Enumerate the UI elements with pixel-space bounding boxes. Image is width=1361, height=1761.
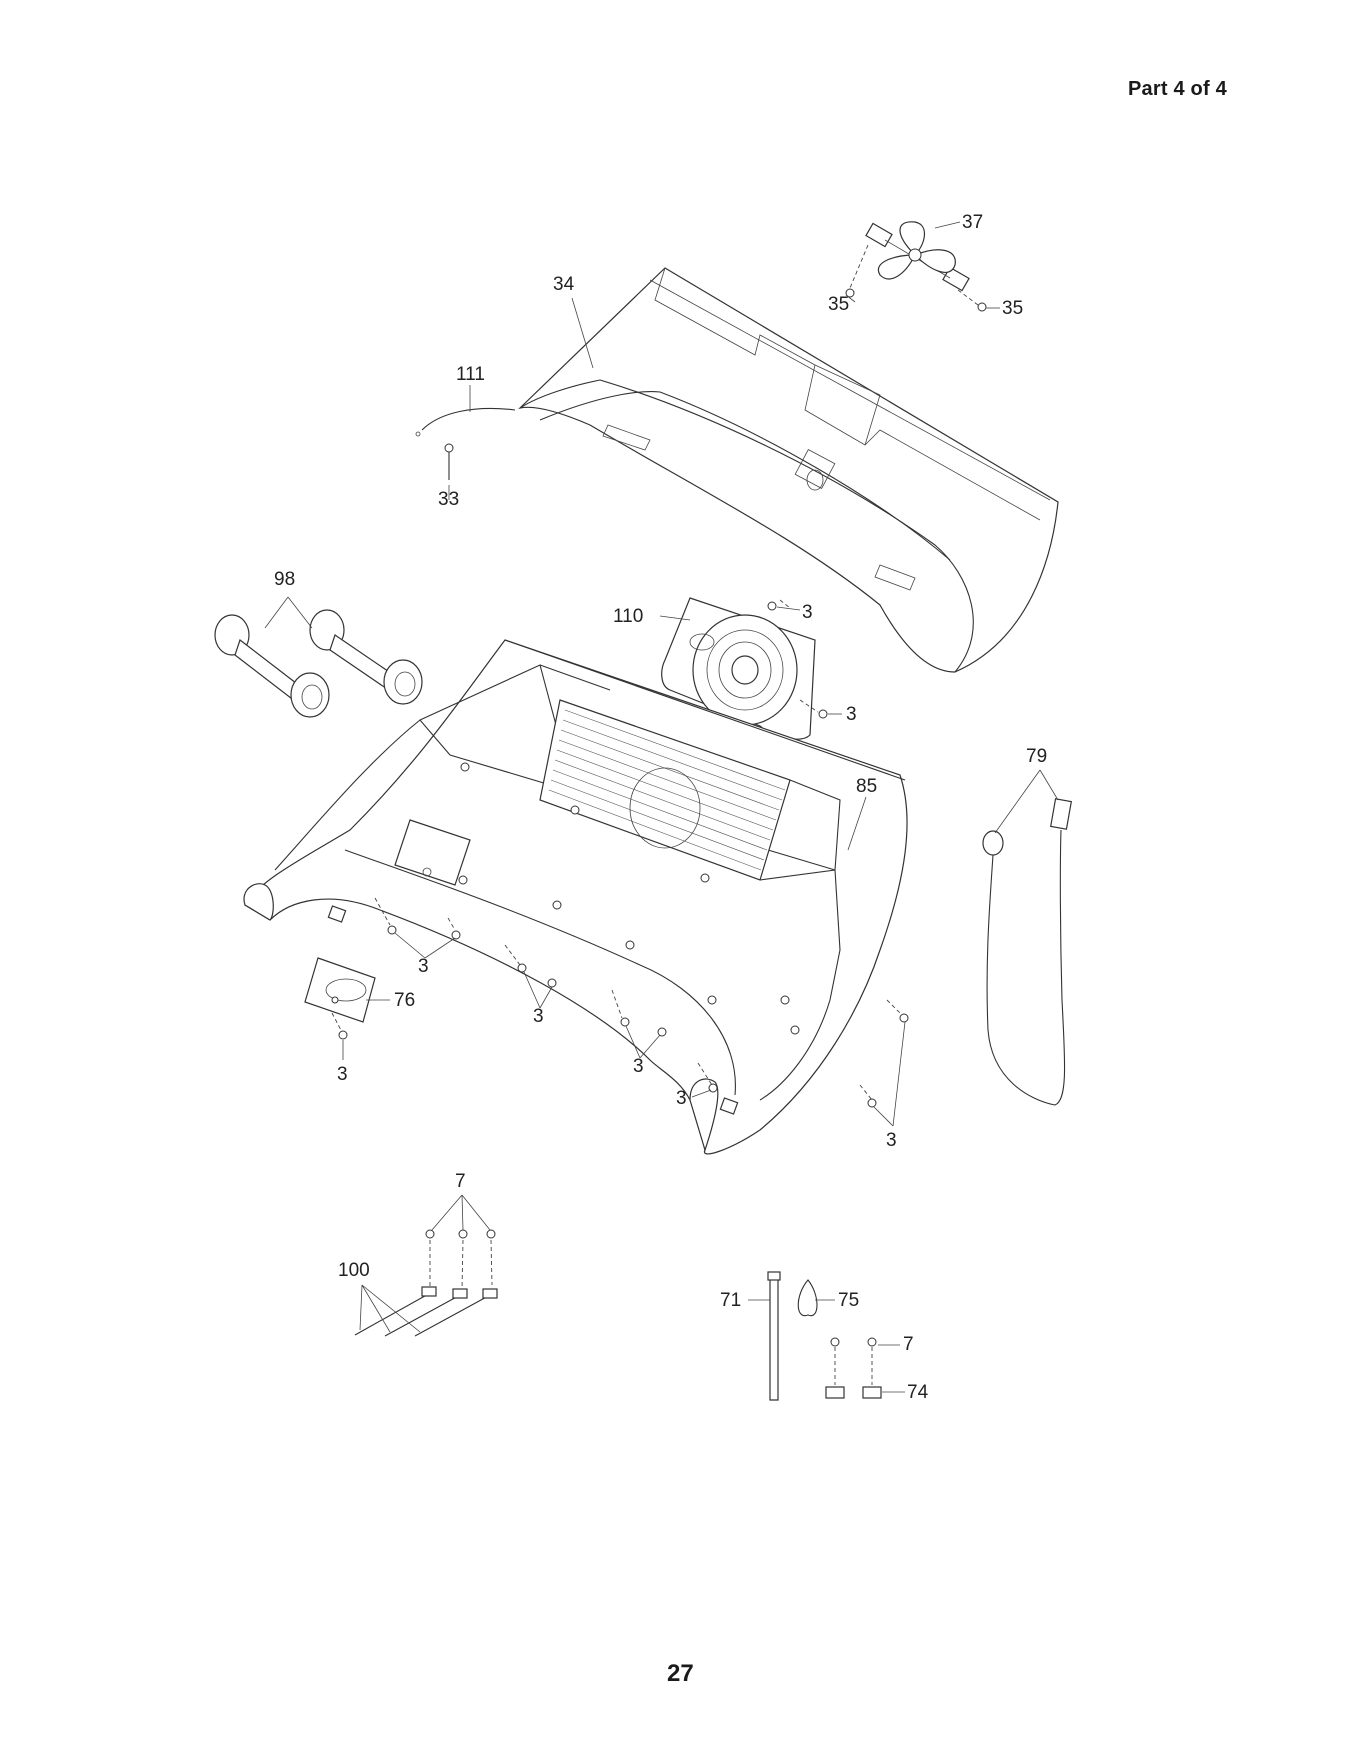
safety-key-cord xyxy=(983,799,1071,1105)
callout-71: 71 xyxy=(720,1290,741,1311)
cable-tie-and-clips xyxy=(768,1272,881,1400)
callout-3-center-right: 3 xyxy=(676,1088,687,1109)
callout-3-plate: 3 xyxy=(337,1064,348,1085)
callout-74: 74 xyxy=(907,1382,929,1403)
callout-76: 76 xyxy=(394,990,415,1011)
callout-7-clips: 7 xyxy=(903,1334,914,1355)
callout-3-fan-bottom: 3 xyxy=(846,704,857,725)
callout-37: 37 xyxy=(962,212,983,233)
callout-100: 100 xyxy=(338,1260,370,1281)
callout-98: 98 xyxy=(274,569,295,590)
callout-35-right: 35 xyxy=(1002,298,1023,319)
callout-3-center: 3 xyxy=(633,1056,644,1077)
bracket-set xyxy=(355,1230,497,1336)
callout-34: 34 xyxy=(553,274,575,295)
callout-35-left: 35 xyxy=(828,294,849,315)
callout-85: 85 xyxy=(856,776,877,797)
cover-plate xyxy=(305,958,375,1022)
dumbbells xyxy=(215,610,422,717)
callout-3-right: 3 xyxy=(886,1130,897,1151)
callout-3-left: 3 xyxy=(418,956,429,977)
fan-assembly xyxy=(866,222,969,291)
console-top-cover xyxy=(520,268,1058,672)
wire-and-screw xyxy=(416,408,515,480)
page-number: 27 xyxy=(667,1660,694,1688)
callout-75: 75 xyxy=(838,1290,859,1311)
callout-111: 111 xyxy=(456,364,485,385)
callout-7-brackets: 7 xyxy=(455,1171,466,1192)
callout-110: 110 xyxy=(613,606,643,627)
callout-33: 33 xyxy=(438,489,459,510)
callout-3-fan-top: 3 xyxy=(802,602,813,623)
callout-79: 79 xyxy=(1026,746,1047,767)
callout-3-center-left: 3 xyxy=(533,1006,544,1027)
